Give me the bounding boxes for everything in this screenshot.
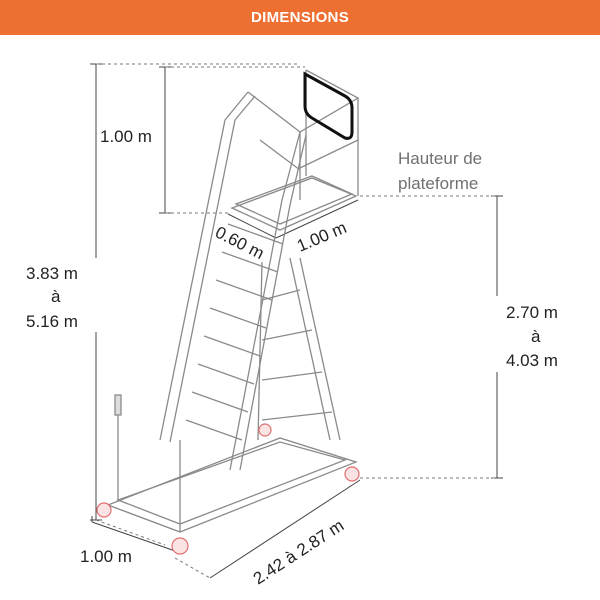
front-stile-left-inner [169,95,256,443]
base-width-label: 1.00 m [80,547,132,566]
platform-width-line [275,199,359,239]
platform-deck [230,177,358,231]
base-length-label: 2.42 à 2.87 m [250,516,348,589]
front-stile-right-inner [239,134,307,471]
platform-width-label: 1.00 m [294,218,349,256]
caster-front-left [96,502,112,518]
guardrail [247,69,360,133]
caster-rear-right [344,466,360,482]
platform-handrail [303,71,354,140]
total-height-label-line2: à [51,287,61,306]
ladder-diagram: 1.00 m 3.83 m à 5.16 m Hauteur de platef… [26,63,558,589]
platform-label-line2: plateforme [398,174,478,193]
ladder-steps [185,223,284,441]
front-stile-right [229,131,301,471]
base-length-line [209,479,361,579]
platform-height-label-line2: à [531,327,541,346]
platform-depth-line [227,213,277,239]
caster-rear-left [258,423,272,437]
platform-label-line1: Hauteur de [398,149,482,168]
dimension-lines [90,63,503,579]
total-height-label-line1: 3.83 m [26,264,78,283]
banner-title: DIMENSIONS [250,9,349,26]
base-frame [106,437,358,533]
guardrail-height-label: 1.00 m [100,127,152,146]
platform-height-label-line1: 2.70 m [506,303,558,322]
front-stile-left [159,91,249,441]
base-width-line [91,521,179,553]
total-height-label-line3: 5.16 m [26,312,78,331]
caster-front-right [171,537,189,555]
platform-height-label-line3: 4.03 m [506,351,558,370]
header-banner: DIMENSIONS [0,0,600,35]
casters [96,423,360,555]
rear-leg-left [257,261,263,441]
rear-leg-right [289,257,331,441]
